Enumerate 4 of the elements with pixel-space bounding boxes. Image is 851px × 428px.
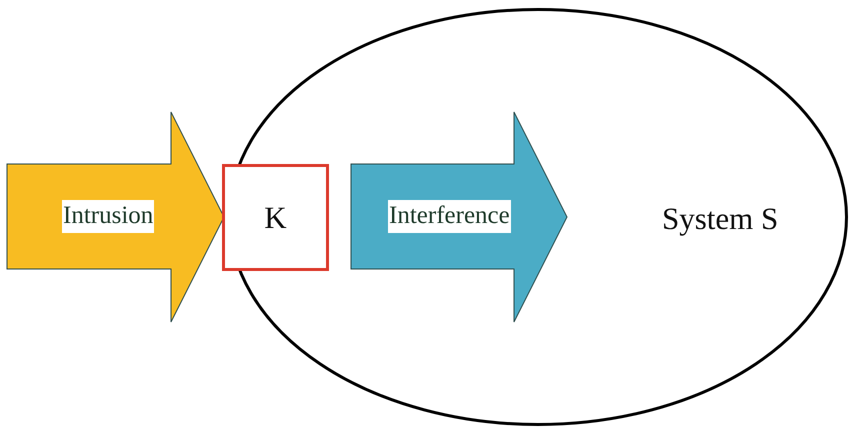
system-label: System S (662, 201, 778, 237)
arrow-label: Interference (388, 200, 511, 232)
arrow-label: Intrusion (62, 200, 154, 232)
component-box: K (222, 164, 329, 271)
